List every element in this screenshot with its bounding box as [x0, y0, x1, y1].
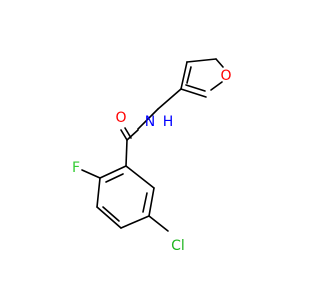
bond-benz-c2-c1 [99, 165, 127, 179]
bond-furan-c3-c2 [180, 88, 207, 98]
bond-furan-ch2 [157, 88, 182, 110]
structure-canvas: O O N H F Cl [72, 58, 232, 254]
atom-label-furan-oxygen: O [220, 68, 231, 84]
bond-furan-o-c2 [210, 81, 223, 91]
bond-carbonyl-o-2 [124, 127, 132, 139]
bond-furan-c5-o [215, 58, 224, 68]
bond-carbonyl-o-1 [120, 129, 128, 141]
bond-carbonyl-aryl [125, 139, 128, 167]
bond-furan-c3-c4 [180, 61, 188, 90]
bond-furan-c2-c3-inner [185, 84, 206, 92]
atom-label-amide-nitrogen: N [145, 114, 155, 130]
bond-benz-c2-c1-inner [105, 173, 124, 183]
bond-c5-cl [148, 215, 169, 232]
bond-benz-c4-c3-inner [102, 206, 120, 222]
atom-label-fluorine: F [72, 160, 80, 176]
atom-label-carbonyl-oxygen: O [115, 110, 126, 126]
bond-benz-c6-c5-inner [142, 192, 148, 213]
bond-furan-c4-c5 [186, 58, 217, 63]
bond-benz-c4-c3 [96, 206, 122, 229]
bond-benz-c6-c5 [148, 187, 155, 217]
bond-c2-f [81, 169, 101, 179]
bond-ch2-n [137, 108, 159, 130]
molecule-structure: O O N H F Cl [72, 58, 232, 254]
bond-benz-c3-c2 [96, 177, 101, 208]
bond-n-carbonyl [126, 129, 139, 141]
bond-furan-c3-c4-inner [186, 66, 192, 84]
bond-benz-c5-c4 [120, 215, 150, 229]
atom-label-chlorine: Cl [171, 238, 185, 254]
bond-benz-c1-c6 [125, 165, 155, 189]
atom-label-amide-hydrogen: H [163, 114, 174, 130]
